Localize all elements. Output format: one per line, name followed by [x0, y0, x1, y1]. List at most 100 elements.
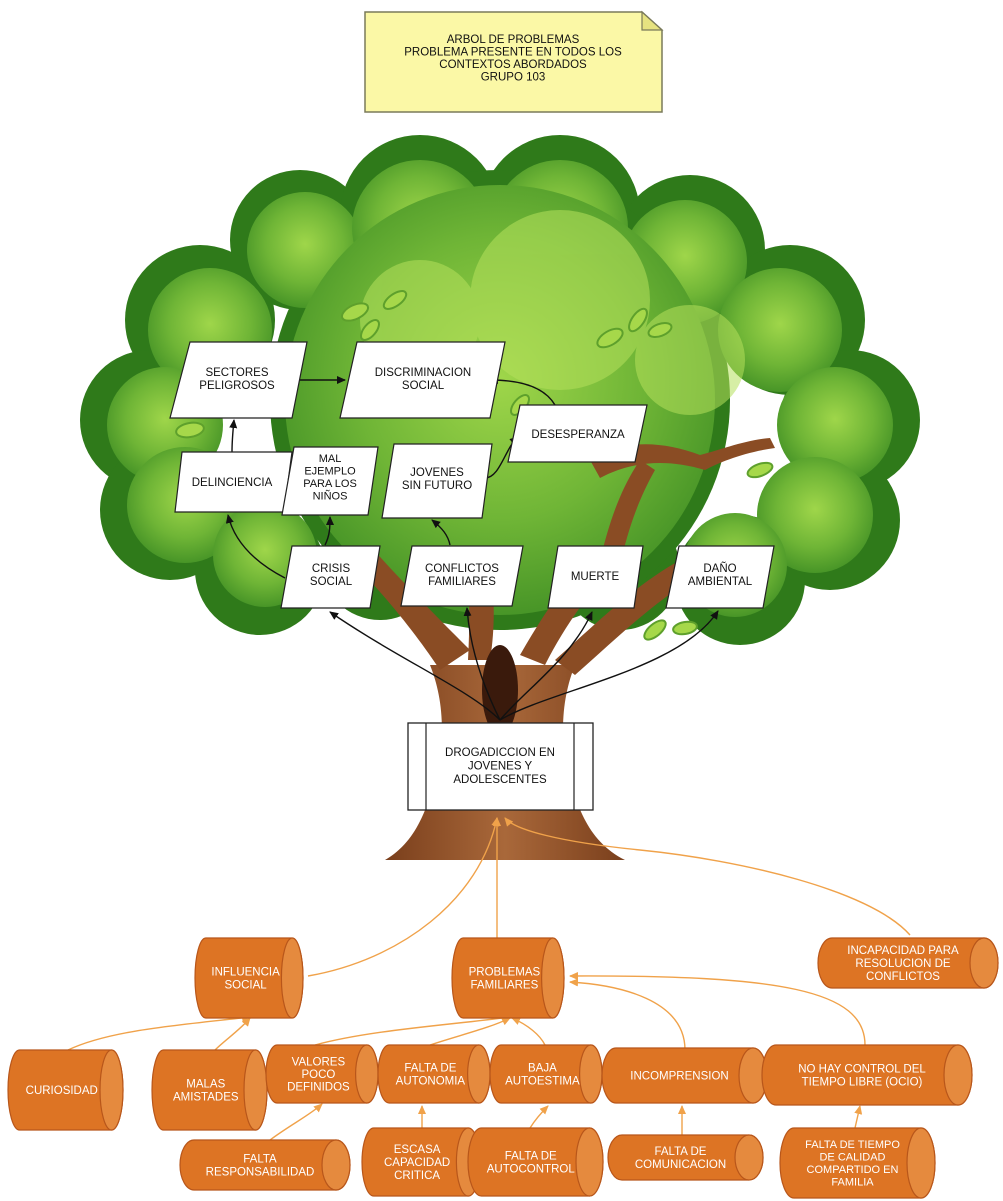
- cause-escasa-capacidad-label-line: CRITICA: [394, 1170, 440, 1182]
- arrow-curiosidad-to-influencia: [67, 1013, 251, 1051]
- arrow-tiempo-calidad-to-nocontrol: [854, 1105, 863, 1129]
- cause-malas-amistades-label-line: MALAS: [186, 1079, 225, 1091]
- arrow-crisis-to-delincuencia: [225, 514, 286, 579]
- effect-discriminacion-social-label-line: DISCRIMINACION: [375, 367, 471, 379]
- arrow-delincuencia-to-sectores: [229, 419, 238, 453]
- effect-muerte-label: MUERTE: [571, 571, 620, 583]
- cause-curiosidad: CURIOSIDAD: [7, 1049, 124, 1131]
- effect-delincuencia-label-line: DELINCIENCIA: [192, 477, 273, 489]
- cause-valores-poco-definidos-label-line: POCO: [301, 1069, 335, 1081]
- title-note-text-line: CONTEXTOS ABORDADOS: [439, 59, 587, 71]
- effect-muerte: MUERTE: [547, 545, 644, 609]
- effect-discriminacion-social-label-line: SOCIAL: [402, 380, 445, 392]
- effect-desesperanza-label-line: DESESPERANZA: [531, 429, 625, 441]
- cause-problemas-familiares-label-line: FAMILIARES: [471, 980, 539, 992]
- arrow-trunk-to-dano: [499, 610, 719, 721]
- cause-escasa-capacidad-label-line: ESCASA: [394, 1144, 441, 1156]
- cause-falta-tiempo-calidad-label-line: COMPARTIDO EN: [807, 1164, 899, 1176]
- effect-delincuencia-label: DELINCIENCIA: [192, 477, 273, 489]
- arrow-malas-to-influencia: [214, 1017, 251, 1051]
- arrow-valores-to-problemas: [314, 1014, 511, 1046]
- central-problem-label-line: JOVENES Y: [468, 761, 533, 773]
- effect-conflictos-familiares-label-line: CONFLICTOS: [425, 563, 499, 575]
- cause-incapacidad-resolucion-label-line: INCAPACIDAD PARA: [847, 945, 959, 957]
- effect-jovenes-sin-futuro-label-line: SIN FUTURO: [402, 480, 472, 492]
- cause-valores-poco-definidos-label-line: DEFINIDOS: [287, 1082, 350, 1094]
- cause-falta-tiempo-calidad-label-line: DE CALIDAD: [819, 1152, 885, 1164]
- cause-baja-autoestima-label-line: AUTOESTIMA: [505, 1076, 580, 1088]
- effect-crisis-social-label-line: SOCIAL: [310, 576, 353, 588]
- cause-malas-amistades-label-line: AMISTADES: [173, 1092, 239, 1104]
- cause-escasa-capacidad-label-line: CAPACIDAD: [384, 1157, 450, 1169]
- arrow-incomprension-to-problemas: [569, 978, 686, 1051]
- cause-incapacidad-resolucion-label-line: CONFLICTOS: [866, 971, 940, 983]
- effect-desesperanza-label: DESESPERANZA: [531, 429, 625, 441]
- effect-dano-ambiental-label-line: DAÑO: [703, 562, 736, 575]
- arrow-influencia-to-central: [307, 817, 500, 977]
- effect-desesperanza: DESESPERANZA: [507, 404, 648, 463]
- effect-sectores-peligrosos-label-line: PELIGROSOS: [199, 380, 275, 392]
- effect-mal-ejemplo-label-line: PARA LOS: [303, 478, 357, 490]
- effect-mal-ejemplo-label-line: EJEMPLO: [304, 466, 356, 478]
- arrow-incapacidad-to-central: [504, 817, 911, 936]
- arrow-desesperanza-to-discriminacion: [489, 376, 556, 406]
- effect-muerte-label-line: MUERTE: [571, 571, 620, 583]
- arrow-trunk-to-muerte: [499, 611, 593, 721]
- central-problem-label-line: ADOLESCENTES: [453, 774, 547, 786]
- cause-falta-tiempo-calidad-label-line: FALTA DE TIEMPO: [805, 1139, 900, 1151]
- cause-problemas-familiares-label-line: PROBLEMAS: [469, 967, 541, 979]
- effect-mal-ejemplo-label-line: NIÑOS: [313, 490, 348, 503]
- cause-valores-poco-definidos-label-line: VALORES: [292, 1057, 346, 1069]
- cause-influencia-social-label-line: INFLUENCIA: [211, 967, 280, 979]
- effect-dano-ambiental-label-line: AMBIENTAL: [688, 576, 753, 588]
- effect-delincuencia: DELINCIENCIA: [174, 451, 293, 513]
- cause-falta-comunicacion-label-line: FALTA DE: [655, 1146, 707, 1158]
- central-problem-label-line: DROGADICCION EN: [445, 747, 555, 759]
- cause-no-control-tiempo-label-line: NO HAY CONTROL DEL: [798, 1064, 926, 1076]
- title-note-text-line: GRUPO 103: [481, 72, 546, 84]
- cause-falta-autonomia-label-line: AUTONOMIA: [396, 1076, 466, 1088]
- arrow-autocontrol-to-autoestima: [529, 1105, 549, 1129]
- arrow-responsabilidad-to-valores: [269, 1103, 323, 1141]
- arrow-crisis-to-mal-ejemplo: [324, 516, 334, 546]
- cause-incapacidad-resolucion-label-line: RESOLUCION DE: [855, 958, 951, 970]
- title-note-text-line: ARBOL DE PROBLEMAS: [447, 34, 580, 46]
- arrow-autonomia-to-problemas: [429, 1017, 511, 1046]
- cause-falta-autocontrol-label-line: AUTOCONTROL: [487, 1164, 576, 1176]
- cause-falta-autocontrol-label-line: FALTA DE: [505, 1151, 557, 1163]
- effect-arrows: [225, 376, 719, 721]
- cause-falta-responsabilidad-label-line: RESPONSABILIDAD: [206, 1167, 315, 1179]
- cause-no-control-tiempo-label-line: TIEMPO LIBRE (OCIO): [802, 1077, 923, 1089]
- effect-crisis-social-label-line: CRISIS: [312, 563, 351, 575]
